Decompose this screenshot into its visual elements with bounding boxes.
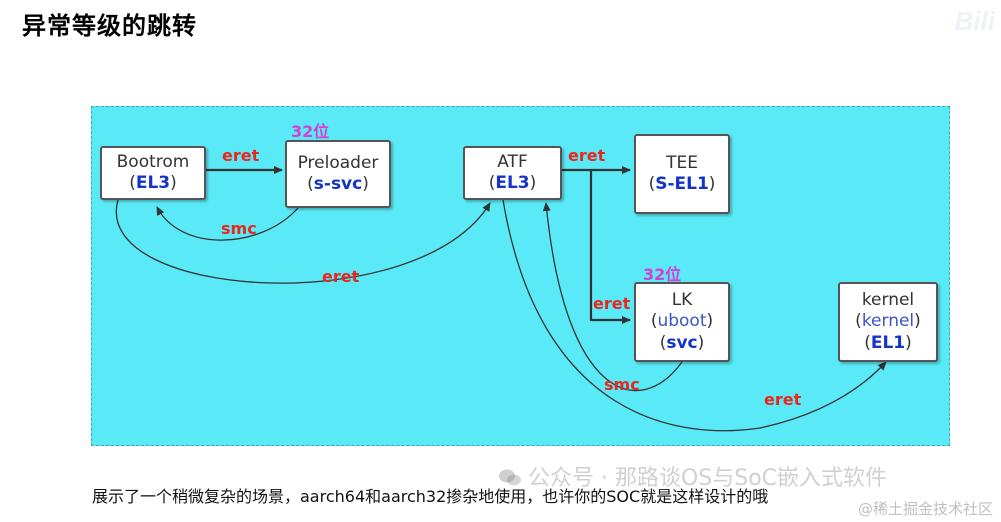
- node-preloader-level: s-svc: [313, 174, 363, 194]
- label-atf-kernel: eret: [764, 390, 802, 409]
- node-tee-level: S-EL1: [655, 174, 709, 194]
- node-tee: TEE (S-EL1): [634, 134, 730, 214]
- node-kernel: kernel (kernel) (EL1): [838, 282, 938, 362]
- node-lk: LK (uboot) (svc): [634, 282, 730, 362]
- node-preloader-name: Preloader: [297, 152, 379, 173]
- bilibili-logo: Bili: [954, 6, 995, 36]
- node-atf: ATF (EL3): [463, 146, 562, 200]
- slide-caption: 展示了一个稍微复杂的场景，aarch64和aarch32掺杂地使用，也许你的SO…: [92, 487, 769, 506]
- edge-preloader-bootrom: [156, 206, 299, 241]
- slide-title: 异常等级的跳转: [22, 12, 197, 40]
- wechat-watermark-text: 公众号 · 那路谈OS与SoC嵌入式软件: [528, 466, 888, 491]
- node-lk-level: svc: [666, 332, 698, 353]
- lk-32bit-note: 32位: [643, 265, 682, 284]
- node-bootrom-name: Bootrom: [116, 151, 190, 172]
- wechat-icon: [499, 469, 521, 486]
- label-bootrom-atf: eret: [322, 267, 360, 286]
- juejin-watermark: @稀土掘金技术社区: [857, 500, 993, 518]
- label-atf-lk: eret: [593, 294, 631, 313]
- node-bootrom: Bootrom (EL3): [100, 146, 206, 200]
- node-kernel-sub: kernel: [861, 311, 915, 332]
- edge-atf-lk: [589, 170, 631, 324]
- node-preloader: Preloader (s-svc): [285, 140, 391, 208]
- edge-lk-atf: [542, 202, 683, 392]
- node-bootrom-level: EL3: [135, 173, 171, 193]
- node-lk-sub: uboot: [657, 311, 707, 332]
- preloader-32bit-note: 32位: [291, 122, 330, 141]
- edge-atf-kernel: [502, 199, 887, 432]
- label-preloader-bootrom: smc: [221, 219, 257, 238]
- node-kernel-name: kernel: [861, 290, 915, 311]
- node-kernel-level: EL1: [870, 332, 906, 353]
- edge-bootrom-atf: [115, 199, 491, 284]
- wechat-watermark: 公众号 · 那路谈OS与SoC嵌入式软件: [498, 460, 887, 492]
- label-atf-tee: eret: [568, 146, 606, 165]
- node-lk-name: LK: [671, 290, 693, 311]
- label-bootrom-preloader: eret: [222, 146, 260, 165]
- node-atf-level: EL3: [495, 173, 530, 193]
- node-tee-name: TEE: [666, 152, 698, 173]
- label-lk-atf: smc: [604, 375, 640, 394]
- node-atf-name: ATF: [497, 151, 528, 172]
